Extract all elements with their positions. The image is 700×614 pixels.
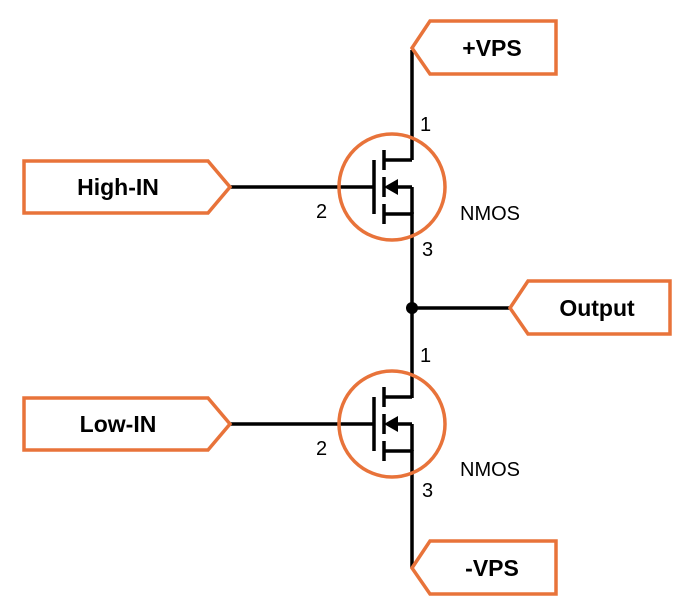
port-output-label: Output — [559, 295, 635, 321]
nmos-low-pin-gate: 2 — [316, 438, 327, 460]
junction-dot — [406, 302, 418, 314]
port-vps-negative-label: -VPS — [465, 555, 519, 581]
nmos-low-pin-drain: 1 — [420, 345, 431, 367]
nmos-high-pin-source: 3 — [422, 239, 433, 261]
port-low-in-label: Low-IN — [80, 411, 157, 437]
nmos-low-type-label: NMOS — [460, 459, 520, 481]
nmos-low-body — [337, 369, 447, 479]
nmos-transistor-low: 1 2 3 NMOS — [316, 345, 520, 502]
nmos-high-body — [337, 132, 447, 242]
port-high-in: High-IN — [22, 159, 233, 215]
nmos-transistor-high: 1 2 3 NMOS — [316, 114, 520, 261]
port-vps-negative: -VPS — [409, 539, 558, 596]
nmos-high-arrow — [384, 179, 398, 195]
nmos-high-pin-gate: 2 — [316, 201, 327, 223]
port-vps-positive-label: +VPS — [462, 35, 521, 61]
nmos-high-type-label: NMOS — [460, 203, 520, 225]
port-output: Output — [507, 279, 672, 336]
nmos-low-arrow — [384, 416, 398, 432]
port-high-in-label: High-IN — [77, 174, 159, 200]
nmos-high-pin-drain: 1 — [420, 114, 431, 136]
port-vps-positive: +VPS — [409, 19, 558, 76]
nmos-low-pin-source: 3 — [422, 480, 433, 502]
port-low-in: Low-IN — [22, 396, 233, 452]
